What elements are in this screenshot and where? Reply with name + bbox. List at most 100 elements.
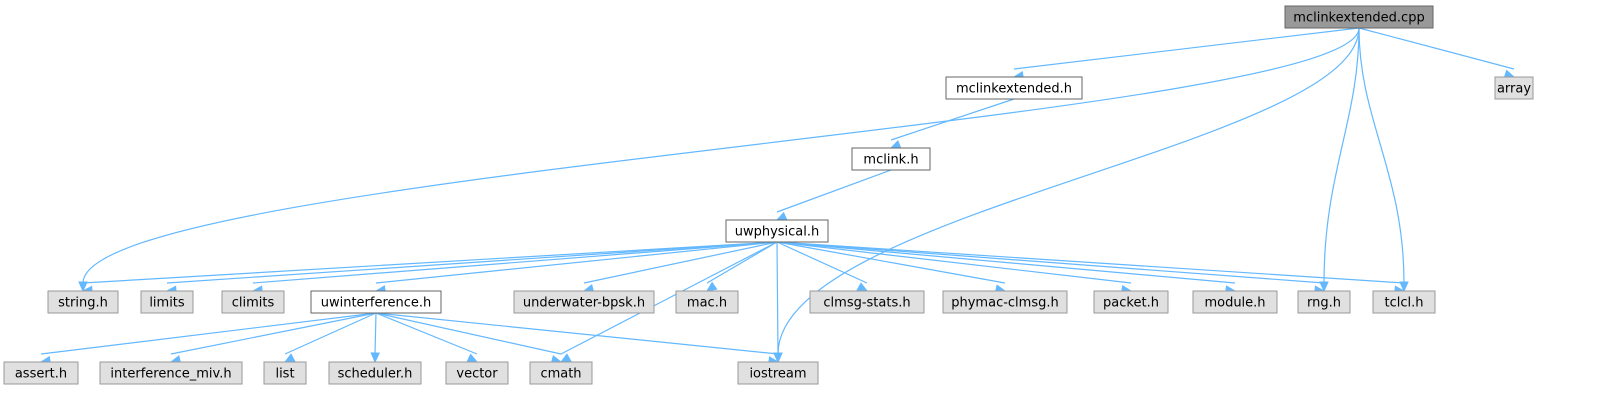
arrowhead-uwphysical_h-to-cmath <box>559 353 572 363</box>
node-label-limits: limits <box>149 296 185 311</box>
node-box-scheduler_h <box>328 361 422 385</box>
node-box-list <box>263 361 307 385</box>
edge-mclinkextended_cpp-to-tclcl_h <box>1358 27 1405 284</box>
node-box-packet_h <box>1093 290 1169 314</box>
edge-uwphysical_h-to-tclcl_h <box>776 241 1405 284</box>
edge-uwinterference_h-to-iostream <box>375 312 779 355</box>
edge-uwphysical_h-to-mac_h <box>706 241 778 284</box>
node-box-vector <box>445 361 509 385</box>
node-label-string_h: string.h <box>58 296 108 311</box>
node-label-packet_h: packet.h <box>1103 296 1159 311</box>
node-climits: climits <box>221 290 285 314</box>
node-box-mclinkextended_h <box>945 76 1083 100</box>
arrowhead-uwinterference_h-to-vector <box>466 353 479 363</box>
node-label-array: array <box>1497 82 1531 97</box>
node-uwphysical_h[interactable]: uwphysical.h <box>725 219 829 243</box>
node-scheduler_h: scheduler.h <box>328 361 422 385</box>
node-label-uwphysical_h: uwphysical.h <box>735 225 820 240</box>
edge-uwinterference_h-to-assert_h <box>40 312 377 355</box>
node-box-iostream <box>737 361 819 385</box>
node-limits: limits <box>140 290 194 314</box>
node-box-module_h <box>1192 290 1278 314</box>
node-packet_h: packet.h <box>1093 290 1169 314</box>
node-label-uwinterference_h: uwinterference.h <box>321 296 432 311</box>
node-box-mclinkextended_cpp <box>1284 5 1434 29</box>
node-list: list <box>263 361 307 385</box>
edge-uwphysical_h-to-iostream <box>776 241 779 355</box>
edge-mclinkextended_cpp-to-array <box>1358 27 1515 70</box>
edge-uwphysical_h-to-limits <box>166 241 778 284</box>
node-box-mclink_h <box>851 147 931 171</box>
node-label-phymac_clmsg_h: phymac-clmsg.h <box>951 296 1058 311</box>
edge-uwphysical_h-to-phymac_clmsg_h <box>776 241 1006 284</box>
node-box-underwater_bpsk_h <box>513 290 655 314</box>
arrowhead-uwphysical_h-to-clmsg_stats_h <box>856 282 869 292</box>
edge-uwphysical_h-to-rng_h <box>776 241 1325 284</box>
node-box-string_h <box>47 290 119 314</box>
node-box-uwphysical_h <box>725 219 829 243</box>
node-box-clmsg_stats_h <box>809 290 925 314</box>
node-rng_h: rng.h <box>1297 290 1351 314</box>
node-label-interference_miv_h: interference_miv.h <box>110 367 231 382</box>
node-label-climits: climits <box>232 296 275 311</box>
node-label-vector: vector <box>456 367 498 382</box>
node-mclink_h[interactable]: mclink.h <box>851 147 931 171</box>
edge-uwphysical_h-to-packet_h <box>776 241 1132 284</box>
node-box-climits <box>221 290 285 314</box>
edge-uwinterference_h-to-cmath <box>375 312 562 355</box>
node-label-module_h: module.h <box>1204 296 1265 311</box>
node-phymac_clmsg_h: phymac-clmsg.h <box>942 290 1068 314</box>
node-box-rng_h <box>1297 290 1351 314</box>
edge-mclinkextended_cpp-to-mclinkextended_h <box>1013 27 1360 70</box>
arrowhead-uwphysical_h-to-mac_h <box>705 281 718 292</box>
arrowhead-mclinkextended_cpp-to-rng_h <box>1319 281 1329 293</box>
node-box-tclcl_h <box>1372 290 1436 314</box>
node-mac_h: mac.h <box>675 290 739 314</box>
node-mclinkextended_cpp[interactable]: mclinkextended.cpp <box>1284 5 1434 29</box>
node-label-cmath: cmath <box>540 367 581 382</box>
node-box-interference_miv_h <box>99 361 243 385</box>
node-box-array <box>1494 76 1534 100</box>
node-label-list: list <box>275 367 294 382</box>
node-uwinterference_h[interactable]: uwinterference.h <box>310 290 442 314</box>
arrowhead-mclinkextended_h-to-mclink_h <box>889 140 902 149</box>
arrowhead-mclinkextended_cpp-to-string_h <box>78 281 88 293</box>
node-mclinkextended_h[interactable]: mclinkextended.h <box>945 76 1083 100</box>
node-cmath: cmath <box>529 361 593 385</box>
node-label-iostream: iostream <box>749 367 806 382</box>
node-tclcl_h: tclcl.h <box>1372 290 1436 314</box>
edge-mclinkextended_cpp-to-rng_h <box>1323 27 1360 284</box>
node-iostream: iostream <box>737 361 819 385</box>
node-label-assert_h: assert.h <box>15 367 67 382</box>
edge-uwinterference_h-to-vector <box>375 312 478 355</box>
arrowhead-uwinterference_h-to-list <box>283 353 296 363</box>
arrowhead-uwinterference_h-to-scheduler_h <box>370 352 380 364</box>
arrowhead-mclinkextended_cpp-to-tclcl_h <box>1399 281 1409 293</box>
node-underwater_bpsk_h: underwater-bpsk.h <box>513 290 655 314</box>
node-label-mclink_h: mclink.h <box>863 153 918 168</box>
node-label-mac_h: mac.h <box>687 296 727 311</box>
node-label-mclinkextended_h: mclinkextended.h <box>956 82 1072 97</box>
node-label-clmsg_stats_h: clmsg-stats.h <box>823 296 910 311</box>
edge-uwphysical_h-to-clmsg_stats_h <box>776 241 868 284</box>
node-interference_miv_h: interference_miv.h <box>99 361 243 385</box>
edge-uwphysical_h-to-underwater_bpsk_h <box>583 241 778 284</box>
edges-layer <box>39 27 1516 366</box>
arrowhead-mclink_h-to-uwphysical_h <box>775 211 788 221</box>
node-vector: vector <box>445 361 509 385</box>
node-box-phymac_clmsg_h <box>942 290 1068 314</box>
node-box-assert_h <box>3 361 79 385</box>
node-box-limits <box>140 290 194 314</box>
edge-uwinterference_h-to-scheduler_h <box>374 312 377 355</box>
node-box-uwinterference_h <box>310 290 442 314</box>
node-label-rng_h: rng.h <box>1307 296 1341 311</box>
node-label-tclcl_h: tclcl.h <box>1385 296 1424 311</box>
node-clmsg_stats_h: clmsg-stats.h <box>809 290 925 314</box>
node-label-mclinkextended_cpp: mclinkextended.cpp <box>1293 11 1424 26</box>
node-module_h: module.h <box>1192 290 1278 314</box>
edge-uwinterference_h-to-interference_miv_h <box>170 312 377 355</box>
edge-mclinkextended_cpp-to-string_h <box>82 27 1360 284</box>
edge-uwphysical_h-to-module_h <box>776 241 1236 284</box>
node-label-scheduler_h: scheduler.h <box>338 367 413 382</box>
